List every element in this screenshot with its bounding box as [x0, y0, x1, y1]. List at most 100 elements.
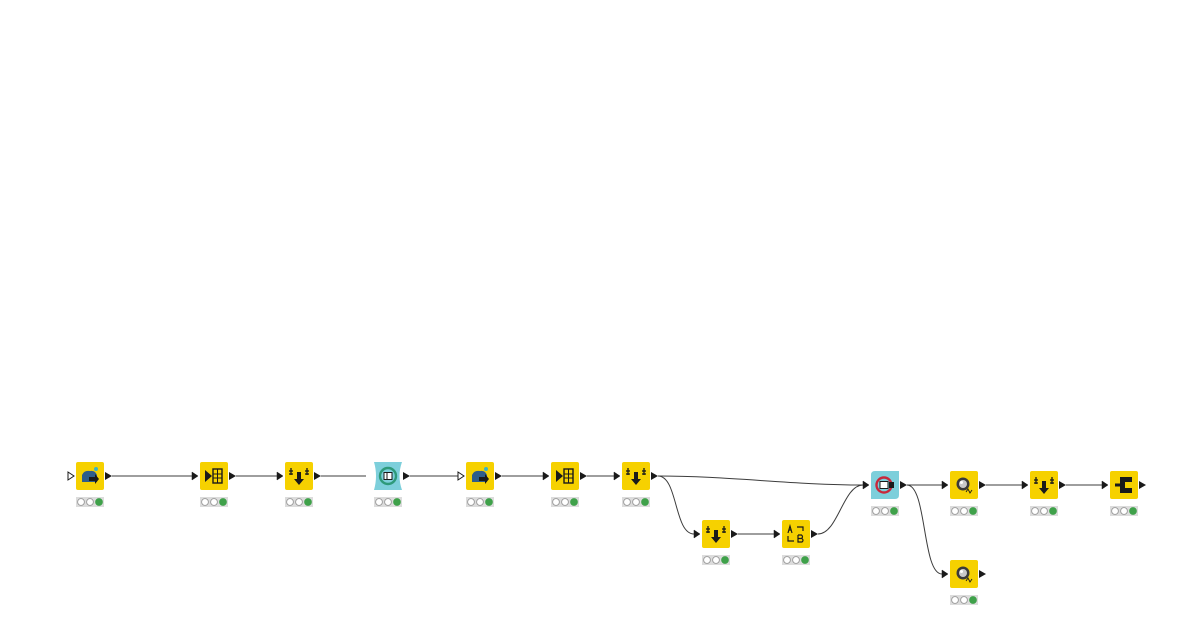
- input-port[interactable]: [457, 471, 465, 481]
- node-n10[interactable]: [862, 471, 907, 516]
- node-n3[interactable]: [276, 462, 321, 507]
- status-light-red: [77, 498, 85, 506]
- status-light-yellow: [210, 498, 218, 506]
- status-light-yellow: [712, 556, 720, 564]
- node-n12[interactable]: [1021, 471, 1066, 516]
- output-port[interactable]: [495, 472, 502, 480]
- node-status-indicator: [374, 497, 402, 507]
- status-light-red: [201, 498, 209, 506]
- status-light-green: [485, 498, 493, 506]
- input-port[interactable]: [941, 480, 949, 490]
- joiner-icon: [1115, 477, 1132, 493]
- status-light-red: [951, 596, 959, 604]
- node-n4[interactable]: [374, 462, 410, 507]
- output-port[interactable]: [979, 481, 986, 489]
- status-light-green: [1049, 507, 1057, 515]
- connection-n10-n14[interactable]: [906, 484, 943, 575]
- status-light-yellow: [86, 498, 94, 506]
- node-status-indicator: [782, 555, 810, 565]
- status-light-green: [304, 498, 312, 506]
- table-creator-icon: [472, 467, 489, 484]
- connection-n7-n8[interactable]: [657, 475, 695, 535]
- node-layer: [67, 462, 1146, 605]
- node-n2[interactable]: [191, 462, 236, 507]
- status-light-yellow: [960, 507, 968, 515]
- row-sorter-icon: [289, 468, 309, 485]
- status-light-yellow: [1040, 507, 1048, 515]
- output-port[interactable]: [979, 570, 986, 578]
- status-light-red: [286, 498, 294, 506]
- node-status-indicator: [551, 497, 579, 507]
- status-light-red: [552, 498, 560, 506]
- output-port[interactable]: [900, 481, 907, 489]
- status-light-yellow: [632, 498, 640, 506]
- status-light-red: [951, 507, 959, 515]
- status-light-green: [969, 596, 977, 604]
- status-light-yellow: [881, 507, 889, 515]
- node-body[interactable]: [782, 520, 810, 548]
- input-port[interactable]: [67, 471, 75, 481]
- status-light-green: [1129, 507, 1137, 515]
- node-n7[interactable]: [613, 462, 658, 507]
- input-port[interactable]: [862, 480, 870, 490]
- node-status-indicator: [200, 497, 228, 507]
- status-light-green: [890, 507, 898, 515]
- input-port[interactable]: [941, 569, 949, 579]
- input-port[interactable]: [1021, 480, 1029, 490]
- node-status-indicator: [466, 497, 494, 507]
- output-port[interactable]: [651, 472, 658, 480]
- edge-layer: [112, 475, 1102, 575]
- status-light-yellow: [295, 498, 303, 506]
- status-light-yellow: [1120, 507, 1128, 515]
- node-n13[interactable]: [1101, 471, 1146, 516]
- output-port[interactable]: [1059, 481, 1066, 489]
- node-n6[interactable]: [542, 462, 587, 507]
- node-n9[interactable]: [773, 520, 818, 565]
- output-port[interactable]: [580, 472, 587, 480]
- node-n5[interactable]: [457, 462, 502, 507]
- input-port[interactable]: [613, 471, 621, 481]
- input-port[interactable]: [276, 471, 284, 481]
- status-light-green: [95, 498, 103, 506]
- node-n1[interactable]: [67, 462, 112, 507]
- status-light-red: [623, 498, 631, 506]
- connection-n9-n10[interactable]: [817, 484, 864, 535]
- status-light-red: [1111, 507, 1119, 515]
- status-light-green: [570, 498, 578, 506]
- node-body[interactable]: [551, 462, 579, 490]
- output-port[interactable]: [314, 472, 321, 480]
- loop-end-icon: [875, 476, 894, 494]
- output-port[interactable]: [731, 530, 738, 538]
- input-port[interactable]: [773, 529, 781, 539]
- output-port[interactable]: [1139, 481, 1146, 489]
- node-n14[interactable]: [941, 560, 986, 605]
- status-light-green: [801, 556, 809, 564]
- input-port[interactable]: [1101, 480, 1109, 490]
- node-status-indicator: [1030, 506, 1058, 516]
- status-light-yellow: [476, 498, 484, 506]
- input-port[interactable]: [542, 471, 550, 481]
- node-status-indicator: [950, 595, 978, 605]
- node-body[interactable]: [200, 462, 228, 490]
- node-status-indicator: [702, 555, 730, 565]
- status-light-red: [872, 507, 880, 515]
- input-port[interactable]: [191, 471, 199, 481]
- output-port[interactable]: [229, 472, 236, 480]
- node-status-indicator: [76, 497, 104, 507]
- column-filter-icon: [205, 468, 223, 484]
- connection-n7-n10[interactable]: [657, 475, 864, 486]
- status-light-red: [783, 556, 791, 564]
- output-port[interactable]: [105, 472, 112, 480]
- row-sorter-icon: [1034, 477, 1054, 494]
- node-n8[interactable]: [693, 520, 738, 565]
- node-status-indicator: [871, 506, 899, 516]
- row-sorter-icon: [706, 526, 726, 543]
- status-light-yellow: [792, 556, 800, 564]
- table-view-icon: [956, 477, 973, 494]
- table-creator-icon: [82, 467, 99, 484]
- output-port[interactable]: [811, 530, 818, 538]
- node-n11[interactable]: [941, 471, 986, 516]
- input-port[interactable]: [693, 529, 701, 539]
- output-port[interactable]: [403, 472, 410, 480]
